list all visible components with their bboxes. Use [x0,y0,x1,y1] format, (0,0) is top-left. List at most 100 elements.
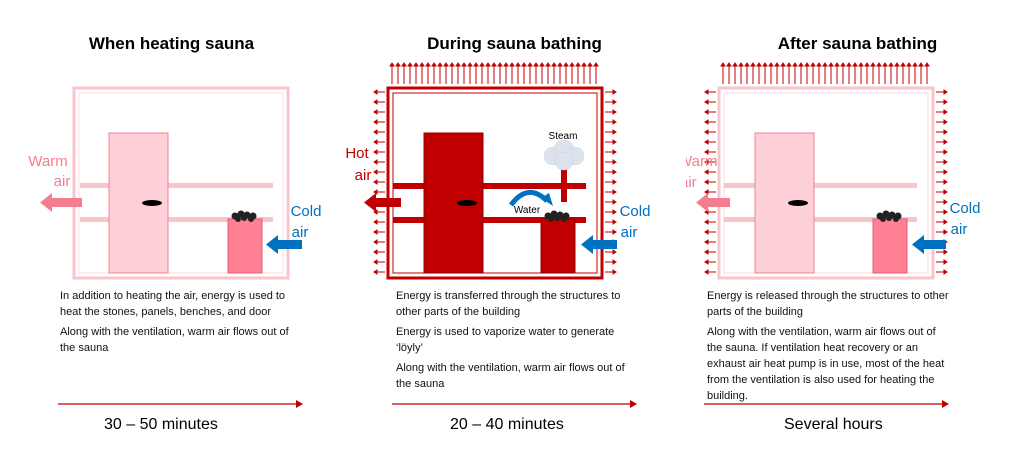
sauna-room-wall [386,86,604,280]
heat-tick-head [373,159,378,165]
upper-bench [393,183,586,189]
upper-bench [80,183,273,188]
sauna-room-wall [72,86,290,280]
heat-tick-head [750,62,756,67]
heat-tick-head [943,159,948,165]
panel-title: After sauna bathing [777,34,938,53]
heat-tick-head [425,62,431,67]
steam-label: Steam [549,131,578,142]
heat-tick-head [373,219,378,225]
heat-tick-head [373,169,378,175]
heat-tick-head [612,199,617,205]
panel-title: When heating sauna [88,34,255,53]
lower-bench [393,217,586,223]
heat-tick-head [912,62,918,67]
heat-tick-head [373,239,378,245]
heat-tick-head [373,99,378,105]
heat-tick-head [756,62,762,67]
heat-tick-head [943,169,948,175]
heat-tick-head [612,169,617,175]
sauna-stove [227,218,263,274]
heat-tick-head [852,62,858,67]
heat-tick-head [612,99,617,105]
steam-pipe [561,162,567,202]
heat-tick-head [704,229,709,235]
heat-tick-head [943,129,948,135]
hot-air-label-2: air [355,167,372,184]
heat-tick-head [509,62,515,67]
heat-tick-head [437,62,443,67]
steam-cloud-icon [543,139,585,171]
heat-tick-head [587,62,593,67]
heat-tick-head [401,62,407,67]
heat-tick-head [943,189,948,195]
heat-tick-head [373,89,378,95]
heat-tick-head [612,219,617,225]
heat-tick-head [491,62,497,67]
heat-tick-head [900,62,906,67]
panel-bathing: During sauna bathing [343,0,686,470]
sauna-stove [540,218,576,274]
stones-icon [544,210,570,222]
heat-release-top [720,62,930,84]
heat-tick-head [780,62,786,67]
heat-tick-head [943,219,948,225]
heat-tick-head [373,179,378,185]
heat-tick-head [407,62,413,67]
heat-tick-head [828,62,834,67]
heat-tick-head [612,139,617,145]
heat-tick-head [419,62,425,67]
heat-tick-head [876,62,882,67]
panel-description: Energy is transferred through the struct… [396,288,641,396]
heat-tick-head [882,62,888,67]
heat-tick-head [569,62,575,67]
warm-air-arrow [40,193,82,212]
heat-tick-head [373,129,378,135]
heat-tick-head [373,139,378,145]
heat-tick-head [373,269,378,275]
heat-release-left [704,89,716,275]
heat-tick-head [593,62,599,67]
sauna-diagram: Hot air Steam Water Cold air [345,62,650,280]
duration-label: 30 – 50 minutes [104,416,218,433]
heat-tick-head [704,179,709,185]
heat-tick-head [373,109,378,115]
heat-tick-head [704,189,709,195]
sauna-diagram: Warm air Cold air [28,86,321,280]
sauna-room-inner-wall [78,92,284,274]
panel-description: Energy is released through the structure… [707,288,952,408]
water-label: Water [514,205,541,216]
heat-tick-head [834,62,840,67]
description-line: Energy is used to vaporize water to gene… [396,326,615,354]
heat-tick-head [704,109,709,115]
heat-tick-head [906,62,912,67]
heat-tick-head [704,239,709,245]
heat-tick-head [943,269,948,275]
heat-tick-head [612,129,617,135]
heat-tick-head [943,209,948,215]
heat-tick-head [704,159,709,165]
heat-tick-head [894,62,900,67]
heat-tick-head [563,62,569,67]
description-line: Along with the ventilation, warm air flo… [60,326,289,354]
heat-tick-head [943,119,948,125]
heat-tick-head [612,159,617,165]
heat-tick-head [515,62,521,67]
heat-tick-head [704,269,709,275]
heat-tick-head [720,62,726,67]
heat-tick-head [373,189,378,195]
stones-icon [231,210,257,222]
door-handle [142,200,162,206]
description-line: Along with the ventilation, warm air flo… [396,362,625,390]
heat-tick-head [503,62,509,67]
heat-tick-head [870,62,876,67]
heat-tick-head [612,229,617,235]
heat-tick-head [443,62,449,67]
cold-air-arrow [266,235,302,254]
cold-air-label-2: air [951,221,968,238]
heat-tick-head [389,62,395,67]
heat-tick-head [816,62,822,67]
warm-air-arrow [696,193,730,212]
duration-label: 20 – 40 minutes [450,416,564,433]
heat-tick-head [704,139,709,145]
